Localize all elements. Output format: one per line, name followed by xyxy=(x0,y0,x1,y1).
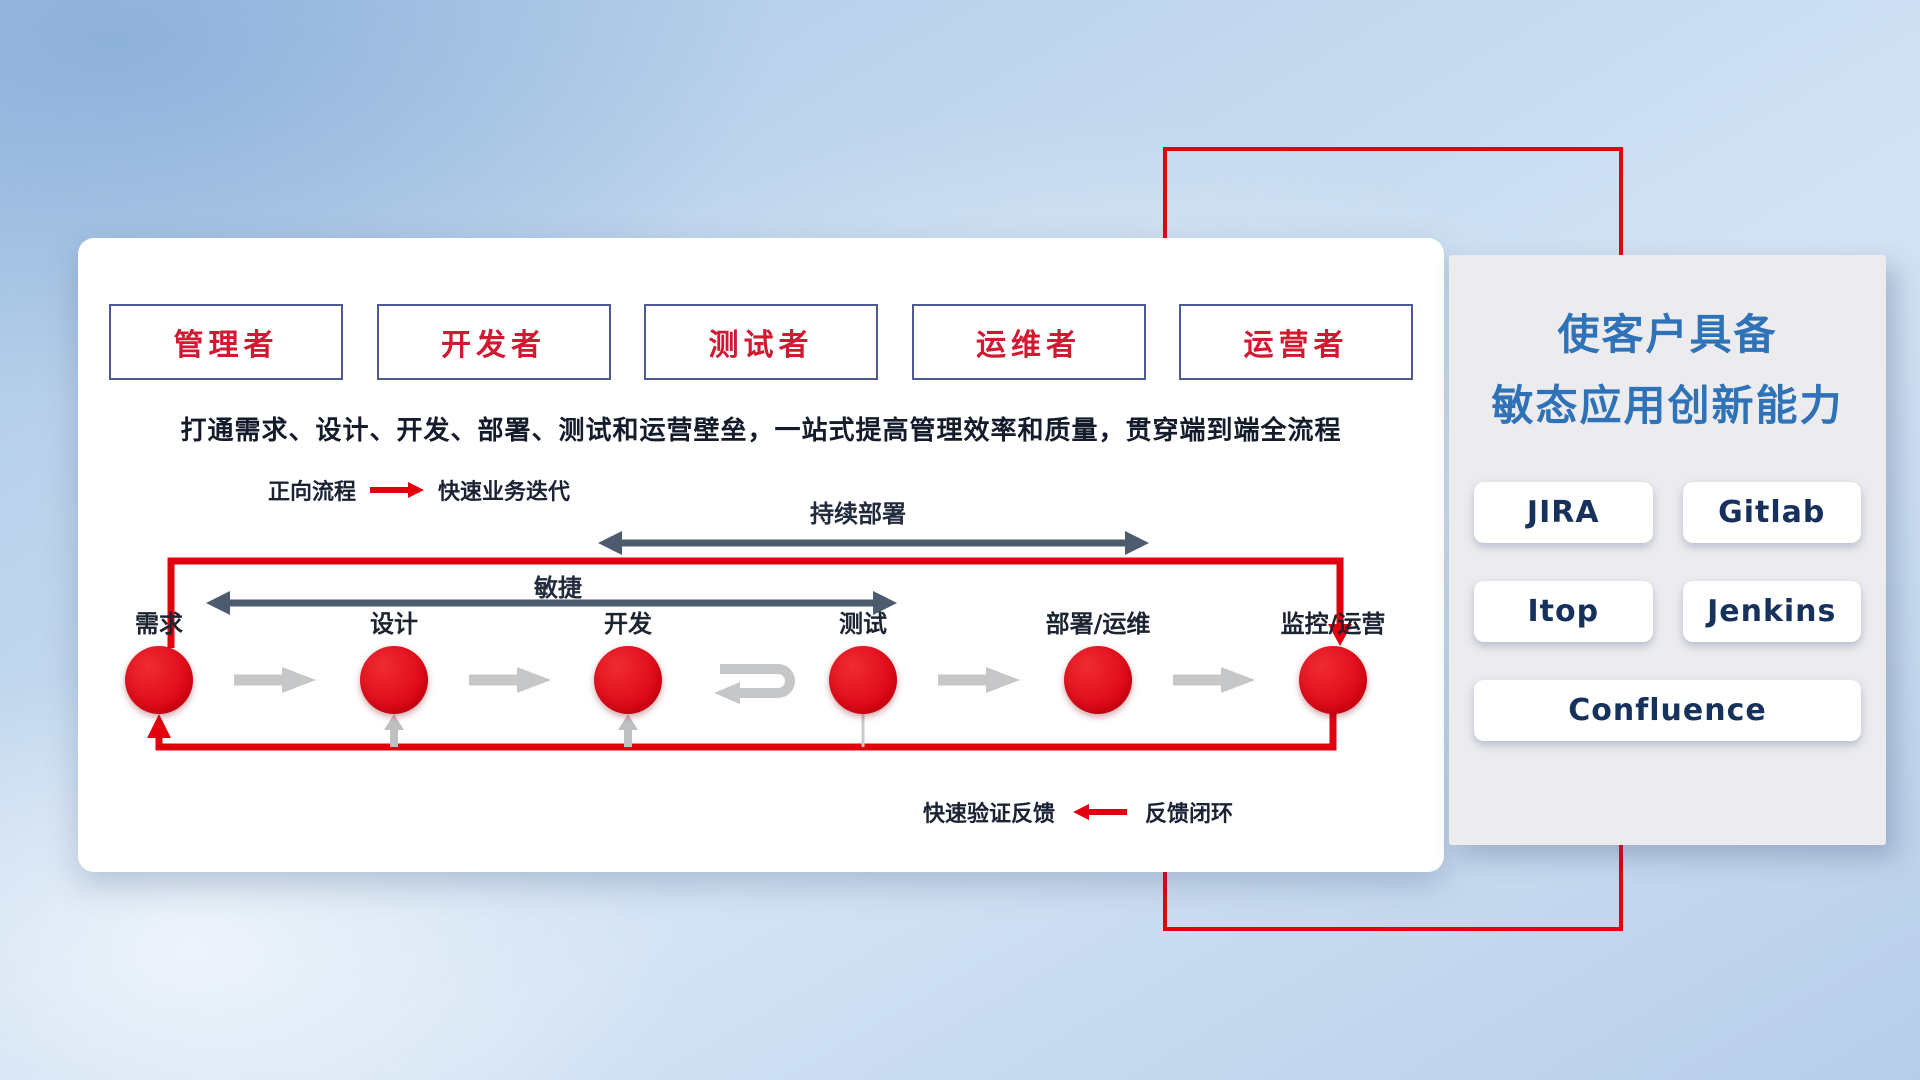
forward-flow-legend: 正向流程 快速业务迭代 xyxy=(268,474,570,506)
stage-label-deploy-ops: 部署/运维 xyxy=(1045,610,1151,638)
role-box-business-operator: 运营者 xyxy=(1179,304,1413,380)
continuous-deploy-label: 持续部署 xyxy=(810,500,906,528)
stage-node-requirements xyxy=(125,646,193,714)
stage-label-develop: 开发 xyxy=(604,610,652,638)
flow-subtitle: 打通需求、设计、开发、部署、测试和运营壁垒，一站式提高管理效率和质量，贯穿端到端… xyxy=(180,416,1342,446)
role-label-manager: 管理者 xyxy=(173,328,279,363)
stage-node-test xyxy=(829,646,897,714)
stage-arrow-2 xyxy=(469,667,551,693)
stage-arrow-4 xyxy=(938,667,1020,693)
feedback-up-arrow-develop xyxy=(618,714,638,747)
agile-label: 敏捷 xyxy=(534,574,582,602)
stage-node-design xyxy=(360,646,428,714)
stage-label-design: 设计 xyxy=(370,610,418,638)
tool-gitlab: Gitlab xyxy=(1682,481,1861,543)
feedback-label: 反馈闭环 xyxy=(1145,802,1234,827)
continuous-deploy-double-arrow xyxy=(598,531,1149,555)
roles-row: 管理者 开发者 测试者 运维者 运营者 xyxy=(78,304,1444,380)
feedback-legend: 快速验证反馈 反馈闭环 xyxy=(923,796,1233,828)
role-label-business-operator: 运营者 xyxy=(1243,328,1349,363)
feedback-up-arrow-design xyxy=(384,714,404,747)
role-label-tester: 测试者 xyxy=(708,328,814,363)
red-arrow-right-icon xyxy=(370,482,425,498)
stage-label-test: 测试 xyxy=(839,610,887,638)
feedback-loop-arrowhead xyxy=(147,714,171,738)
tools-grid: JIRA Gitlab Itop Jenkins Confluence xyxy=(1474,481,1861,741)
red-arrow-left-icon xyxy=(1073,804,1128,820)
forward-loop-line xyxy=(167,557,1344,648)
stage-node-deploy-ops xyxy=(1064,646,1132,714)
agile-double-arrow xyxy=(206,591,897,615)
role-box-tester: 测试者 xyxy=(644,304,878,380)
tool-confluence: Confluence xyxy=(1474,679,1861,741)
flow-diagram-svg xyxy=(147,531,1352,751)
benefits-panel: 使客户具备 敏态应用创新能力 JIRA Gitlab Itop Jenkins … xyxy=(1449,255,1886,845)
devops-flow-card: 管理者 开发者 测试者 运维者 运营者 打通需求、设计、开发、部署、测试和运营壁… xyxy=(78,238,1444,872)
loop-arrow-icon xyxy=(714,664,795,704)
forward-flow-label: 正向流程 xyxy=(268,480,357,505)
tool-itop: Itop xyxy=(1474,580,1653,642)
panel-title-line2: 敏态应用创新能力 xyxy=(1491,381,1844,431)
tool-jira: JIRA xyxy=(1474,481,1653,543)
stage-arrow-5 xyxy=(1173,667,1255,693)
role-box-manager: 管理者 xyxy=(109,304,343,380)
feedback-description: 快速验证反馈 xyxy=(923,802,1056,827)
panel-title-line1: 使客户具备 xyxy=(1557,310,1778,359)
stage-label-monitor-ops: 监控/运营 xyxy=(1280,610,1386,638)
stage-node-monitor-ops xyxy=(1299,646,1367,714)
role-box-developer: 开发者 xyxy=(376,304,611,380)
stage-arrow-1 xyxy=(234,667,316,693)
role-label-developer: 开发者 xyxy=(441,328,546,363)
stage-label-requirements: 需求 xyxy=(135,610,183,638)
feedback-loop-line xyxy=(155,710,1337,751)
forward-loop-arrowhead xyxy=(1328,624,1352,646)
role-label-operator: 运维者 xyxy=(976,328,1081,363)
stage-node-develop xyxy=(594,646,662,714)
role-box-operator: 运维者 xyxy=(911,304,1146,380)
panel-title: 使客户具备 敏态应用创新能力 xyxy=(1449,255,1886,442)
tool-jenkins: Jenkins xyxy=(1682,580,1861,642)
forward-flow-description: 快速业务迭代 xyxy=(438,480,571,505)
